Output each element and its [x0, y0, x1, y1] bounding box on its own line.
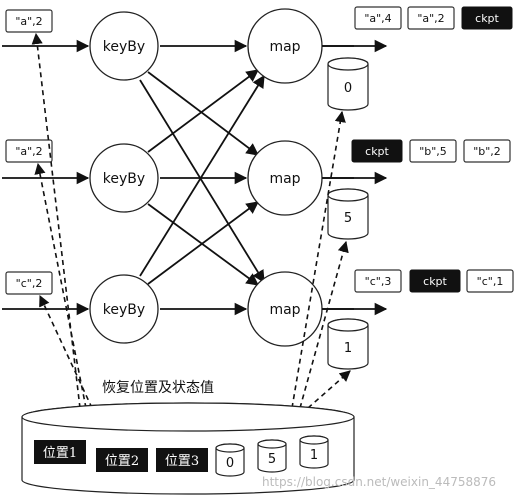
keyby-node-2-label: keyBy — [103, 171, 145, 187]
edge-keyby3-map2 — [147, 201, 260, 285]
recovery-arrow-state-3 — [307, 370, 351, 409]
output-row-2: ckpt "b",5 "b",2 — [351, 139, 511, 163]
recovery-arrow-source-2 — [34, 162, 87, 409]
input-record-2: "a",2 — [5, 139, 53, 163]
output-1-1-text: "a",4 — [364, 12, 391, 25]
state-store-1: 0 — [327, 57, 369, 111]
input-record-2-text: "a",2 — [15, 145, 42, 158]
input-record-1: "a",2 — [5, 9, 53, 33]
state-store-2: 5 — [327, 188, 369, 240]
storage-position-1-text: 位置1 — [43, 446, 77, 461]
storage-position-3-text: 位置3 — [165, 454, 199, 469]
input-record-1-text: "a",2 — [15, 15, 42, 28]
state-store-3: 1 — [327, 318, 369, 370]
storage-state-3-value: 1 — [310, 448, 318, 463]
edge-keyby1-map3 — [139, 79, 265, 284]
recovery-arrow-source-1 — [31, 32, 81, 409]
keyby-node-3: keyBy — [89, 274, 159, 344]
map-node-3: map — [247, 271, 323, 347]
state-store-1-value: 0 — [344, 81, 352, 96]
storage-state-1-value: 0 — [226, 456, 234, 471]
checkpoint-barrier-3 — [409, 269, 461, 293]
output-2-3-text: "b",2 — [473, 145, 501, 158]
recovery-arrow-source-3 — [39, 294, 93, 409]
output-3-1-box — [354, 269, 402, 293]
recovery-arrow-state-2 — [299, 240, 349, 409]
state-store-3-value: 1 — [344, 341, 352, 356]
output-2-2-box — [409, 139, 457, 163]
map-node-3-label: map — [269, 302, 300, 318]
keyby-node-1: keyBy — [89, 11, 159, 81]
edge-keyby2-map3 — [147, 203, 260, 286]
checkpoint-storage: 位置1 位置2 位置3 0 5 1 — [21, 402, 355, 495]
output-row-1: "a",4 "a",2 ckpt — [354, 6, 513, 30]
output-1-2-text: "a",2 — [417, 12, 444, 25]
keyby-node-3-label: keyBy — [103, 302, 145, 318]
storage-position-2 — [96, 448, 148, 472]
map-node-1: map — [247, 8, 323, 84]
state-store-2-value: 5 — [344, 211, 352, 226]
watermark-text: https://blog.csdn.net/weixin_44758876 — [262, 475, 496, 489]
map-node-2-label: map — [269, 171, 300, 187]
keyby-node-2: keyBy — [89, 143, 159, 213]
checkpoint-barrier-2 — [351, 139, 403, 163]
output-3-3-box — [466, 269, 514, 293]
input-record-3-text: "c",2 — [16, 277, 43, 290]
recovery-label: 恢复位置及状态值 — [102, 379, 214, 396]
storage-position-1 — [34, 440, 86, 464]
output-3-3-text: "c",1 — [477, 275, 504, 288]
output-3-1-text: "c",3 — [365, 275, 392, 288]
input-record-3: "c",2 — [5, 271, 53, 295]
storage-state-3: 1 — [299, 435, 329, 469]
keyby-node-1-label: keyBy — [103, 39, 145, 55]
map-node-1-label: map — [269, 39, 300, 55]
checkpoint-barrier-1-text: ckpt — [475, 12, 499, 25]
checkpoint-barrier-1 — [461, 6, 513, 30]
edge-keyby1-map2 — [147, 71, 260, 156]
output-2-3-box — [463, 139, 511, 163]
output-1-1-box — [354, 6, 402, 30]
storage-position-3 — [156, 448, 208, 472]
output-2-2-text: "b",5 — [419, 145, 447, 158]
output-1-2-box — [407, 6, 455, 30]
map-node-2: map — [247, 140, 323, 216]
storage-position-2-text: 位置2 — [105, 454, 139, 469]
output-row-3: "c",3 ckpt "c",1 — [354, 269, 514, 293]
checkpoint-barrier-3-text: ckpt — [423, 275, 447, 288]
storage-state-2-value: 5 — [268, 452, 276, 467]
edge-keyby3-map1 — [139, 74, 265, 277]
edge-keyby2-map1 — [147, 69, 260, 153]
storage-state-2: 5 — [257, 439, 287, 473]
storage-state-1: 0 — [215, 443, 245, 477]
checkpoint-barrier-2-text: ckpt — [365, 145, 389, 158]
